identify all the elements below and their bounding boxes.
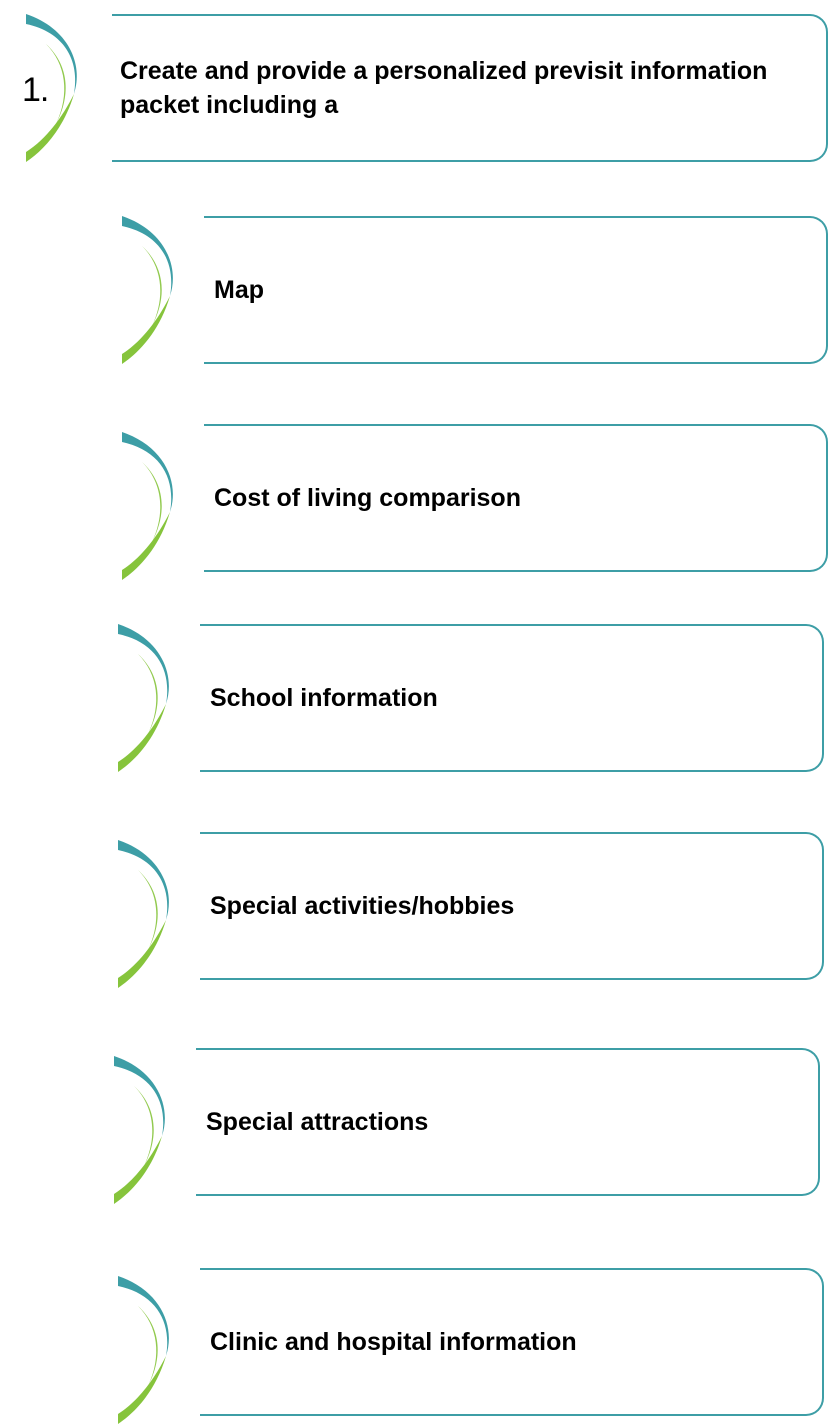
arc-icon [118,840,169,988]
arc-icon [118,1276,169,1424]
item-label: Special attractions [206,1108,429,1136]
item-label: School information [210,684,438,712]
item-box-activities: Special activities/hobbies [200,832,824,980]
arc-icon [26,14,77,162]
arc-icon [122,216,173,364]
step-box: Create and provide a personalized previs… [112,14,828,162]
item-box-attractions: Special attractions [196,1048,820,1196]
item-box-school: School information [200,624,824,772]
item-label: Special activities/hobbies [210,892,515,920]
arc-icon [114,1056,165,1204]
item-label: Cost of living comparison [214,484,521,512]
item-label: Map [214,276,264,304]
arc-icon [118,624,169,772]
item-box-clinic: Clinic and hospital information [200,1268,824,1416]
step-text: Create and provide a personalized previs… [120,57,768,119]
item-box-map: Map [204,216,828,364]
arc-icon [122,432,173,580]
step-number: 1. [22,71,49,109]
item-box-cost-of-living: Cost of living comparison [204,424,828,572]
item-label: Clinic and hospital information [210,1328,577,1356]
